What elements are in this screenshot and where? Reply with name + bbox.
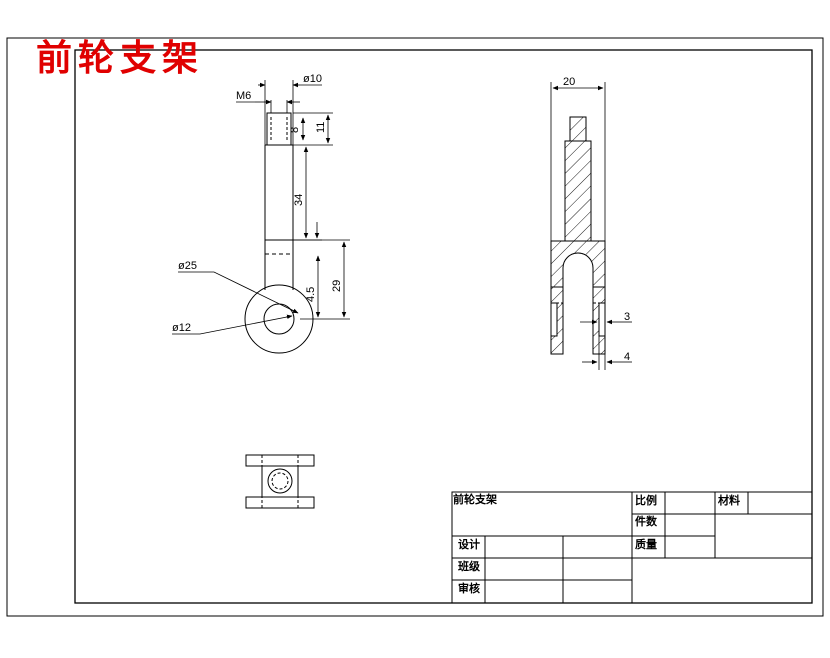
title-block-mass-label: 质量 — [635, 537, 657, 551]
dim-29: 29 — [331, 280, 343, 292]
dim-hole: ø12 — [172, 322, 191, 334]
inner-border — [74, 49, 813, 604]
dim-8: 8 — [289, 127, 301, 133]
dim-11: 11 — [315, 122, 327, 133]
front-view — [244, 112, 314, 354]
side-dimensions — [550, 82, 632, 370]
drawing-title: 前轮支架 — [36, 37, 205, 79]
dim-thread: M6 — [236, 90, 251, 102]
fork-section — [550, 240, 606, 355]
title-block-class-label: 班级 — [458, 559, 481, 573]
side-shaft — [564, 140, 592, 242]
title-block-design-label: 设计 — [458, 537, 480, 551]
dim-4-5: 4.5 — [305, 287, 317, 302]
top-view — [245, 454, 315, 509]
outer-border — [6, 37, 824, 617]
side-view — [550, 116, 606, 355]
title-block — [451, 491, 813, 604]
dim-width-20: 20 — [563, 76, 575, 88]
title-block-material-label: 材料 — [718, 493, 740, 507]
front-dimensions — [172, 80, 350, 335]
dim-4: 4 — [624, 351, 630, 363]
dim-3: 3 — [624, 311, 630, 323]
dim-34: 34 — [293, 194, 305, 206]
title-block-scale-label: 比例 — [635, 493, 657, 507]
top-view-hole — [267, 468, 293, 494]
title-block-review-label: 审核 — [458, 581, 480, 595]
title-block-count-label: 件数 — [635, 514, 658, 528]
title-block-part-name: 前轮支架 — [453, 492, 497, 506]
dim-eye: ø25 — [178, 260, 197, 272]
dim-bore: ø10 — [303, 73, 322, 85]
